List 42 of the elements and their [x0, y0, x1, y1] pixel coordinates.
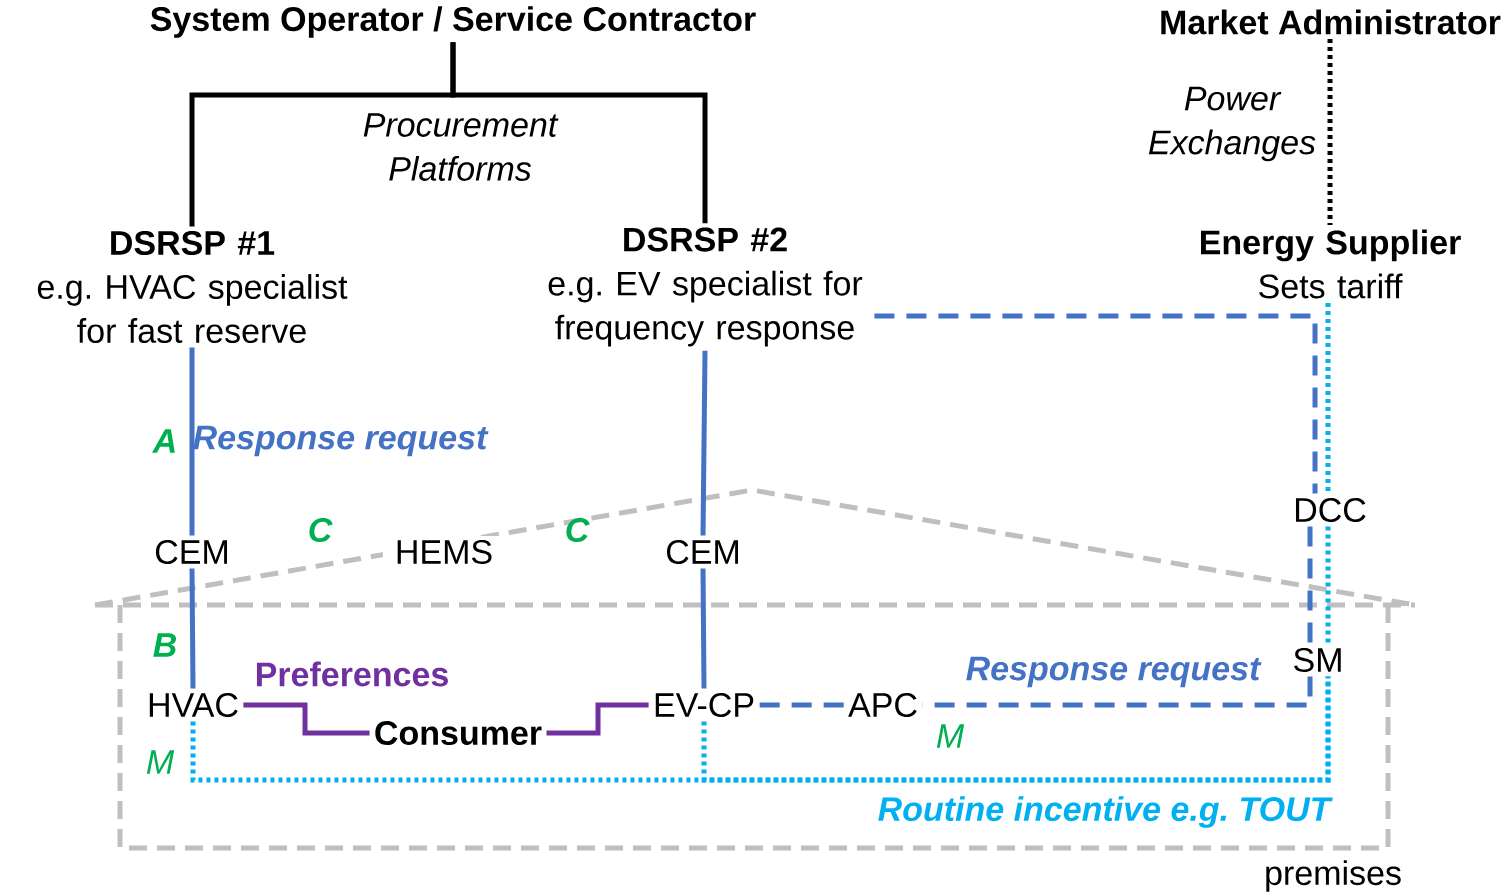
provider-label: DSRSP #1 e.g. HVAC specialist for fast reserve [37, 230, 348, 344]
platform-label: Power Exchanges [1148, 86, 1316, 162]
connector-line [700, 568, 707, 689]
flow-label: Response request [193, 425, 489, 457]
consumer-label: Consumer [375, 720, 542, 746]
connector-line [546, 702, 649, 736]
role-heading: System Operator / Service Contractor [150, 6, 756, 38]
connector-line [243, 702, 370, 736]
device-label: CEM [666, 539, 738, 565]
connector-line [1327, 38, 1333, 226]
interface-letter: C [566, 517, 590, 543]
role-heading: Market Administrator [1161, 9, 1501, 35]
connector-line [701, 676, 1331, 783]
device-label: APC [848, 692, 917, 718]
device-label: HEMS [382, 535, 506, 569]
flow-label: Response request [966, 656, 1262, 688]
connector-line [1325, 302, 1331, 494]
premises-label: premises [1266, 860, 1401, 892]
device-label: EV-CP [655, 692, 754, 718]
interface-letter: A [152, 429, 175, 453]
device-label: HVAC [149, 692, 238, 718]
connector-line [189, 347, 195, 536]
connector-line [700, 350, 708, 536]
interface-letter: M [146, 750, 175, 774]
supplier-label: Energy Supplier Sets tariff [1201, 229, 1461, 299]
connector-line [450, 42, 708, 224]
flow-label: Routine incentive e.g. TOUT [878, 796, 1333, 828]
interface-letter: B [153, 633, 177, 657]
provider-label: DSRSP #2 e.g. EV specialist for frequency response [548, 227, 863, 347]
interface-letter: C [309, 517, 333, 543]
connector-line [1325, 526, 1331, 644]
platform-label: Procurement Platforms [363, 113, 559, 181]
interface-letter: M [936, 724, 965, 748]
flow-label: Preferences [256, 661, 448, 687]
connector-line [189, 568, 196, 689]
device-label: DCC [1296, 497, 1366, 523]
device-label: SM [1294, 647, 1341, 673]
connector-line [922, 676, 1313, 708]
connector-line [1307, 526, 1313, 644]
connector-line [874, 313, 1318, 494]
connector-line [759, 702, 844, 708]
device-label: CEM [155, 539, 227, 565]
